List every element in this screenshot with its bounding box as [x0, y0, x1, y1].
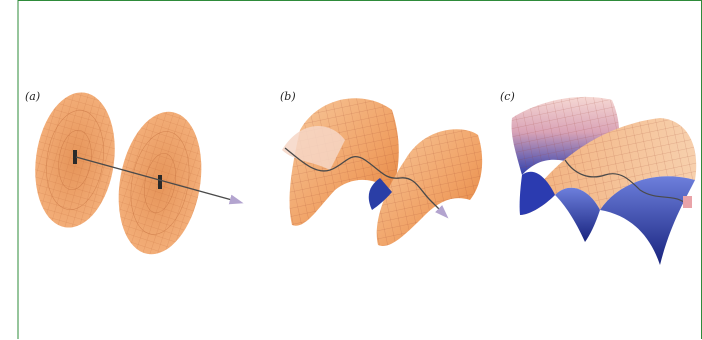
panel-a-label: (a): [25, 90, 40, 103]
panel-c-label: (c): [500, 90, 515, 103]
panel-a-disc-left: [27, 87, 123, 233]
panel-b-diagram: [282, 98, 482, 246]
panel-a-diagram: [27, 87, 232, 261]
panel-b-label: (b): [280, 90, 296, 103]
panel-a-disc-right: [108, 105, 212, 261]
panel-c-diagram: [512, 97, 697, 265]
